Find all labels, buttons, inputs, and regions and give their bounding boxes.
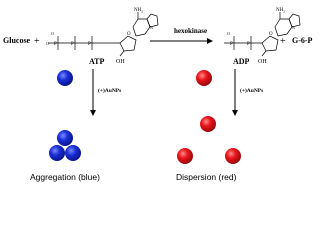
atp-phosphate-2: P	[71, 42, 74, 47]
atp-label: ATP	[89, 57, 105, 66]
atp-phosphate-1: P	[54, 42, 57, 47]
plus-sign-2: +	[280, 36, 286, 47]
atp-n: N	[150, 25, 153, 30]
glucose-label: Glucose	[3, 36, 31, 45]
atp-ring-o: O	[127, 32, 131, 37]
adp-phosphate-1: P	[230, 42, 233, 47]
atp-phosphate-3: P	[88, 42, 91, 47]
left-arrow-label: (+)AuNPs	[98, 87, 121, 94]
atp-oh: OH	[116, 59, 125, 65]
adp-oh: OH	[258, 59, 267, 65]
red-particle-upper	[200, 116, 216, 132]
blue-particle-top	[57, 70, 73, 86]
adp-structure	[224, 12, 301, 57]
atp-structure	[48, 12, 159, 57]
g6p-label: G-6-P	[292, 36, 313, 45]
plus-sign-1: +	[34, 36, 40, 47]
adp-nh2: NH2	[276, 8, 285, 14]
right-arrow-label: (+)AuNPs	[240, 87, 263, 94]
blue-particle-cluster-left	[49, 145, 65, 161]
dispersion-caption: Dispersion (red)	[176, 172, 237, 182]
diagram-stage: Glucose + ATP hexokinase ADP + G-6-P O O…	[3, 8, 313, 182]
blue-particle-cluster-top	[57, 130, 73, 146]
adp-n: N	[292, 25, 295, 30]
red-particle-left	[177, 148, 193, 164]
enzyme-label: hexokinase	[174, 27, 207, 35]
adp-ring-o: O	[269, 32, 273, 37]
blue-particle-cluster-right	[65, 145, 81, 161]
adp-o-minus: O	[227, 31, 230, 36]
atp-nh2: NH2	[134, 8, 143, 14]
red-particle-top	[196, 70, 212, 86]
reaction-diagram: Glucose + ATP hexokinase ADP + G-6-P O O…	[3, 8, 313, 182]
atp-o-minus-2: O	[46, 41, 49, 46]
adp-label: ADP	[233, 57, 250, 66]
adp-phosphate-2: P	[247, 42, 250, 47]
aggregation-caption: Aggregation (blue)	[30, 172, 100, 182]
red-particle-right	[225, 148, 241, 164]
atp-o-minus: O	[51, 31, 54, 36]
